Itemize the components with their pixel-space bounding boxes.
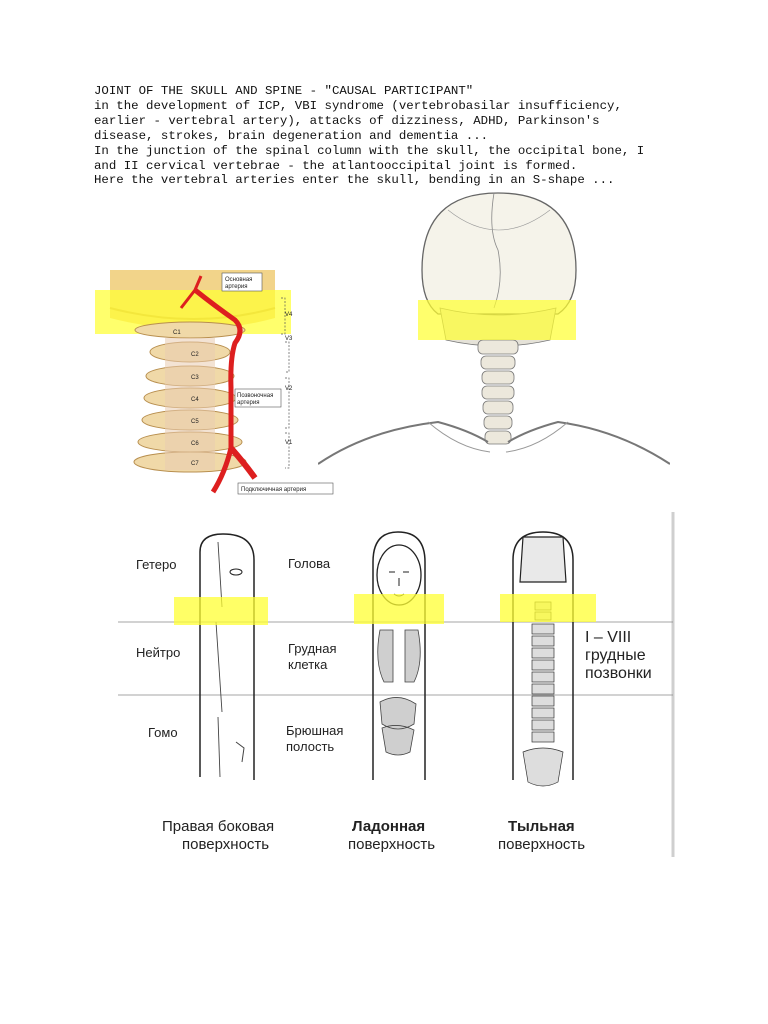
label-head: Голова: [288, 556, 331, 571]
label-basilar-1: Основная: [225, 277, 252, 283]
vertebra-label: C4: [191, 397, 199, 403]
highlight-band: [418, 300, 576, 340]
label-subclavian: Подключичная артерия: [241, 487, 306, 493]
label-thoracic-2: грудные: [585, 647, 646, 664]
text-line: earlier - vertebral artery), attacks of …: [94, 113, 600, 128]
heading: JOINT OF THE SKULL AND SPINE - "CAUSAL P…: [94, 84, 474, 98]
label-thoracic-3: позвонки: [585, 665, 652, 682]
caption-lateral-1: Правая боковая: [162, 818, 274, 835]
text-line: disease, strokes, brain degeneration and…: [94, 128, 489, 143]
vertebral-column: [133, 321, 247, 473]
highlight-band: [500, 594, 596, 622]
segment-label: V3: [285, 336, 293, 342]
caption-palmar-1: Ладонная: [352, 818, 425, 835]
lateral-finger: [199, 533, 255, 780]
label-chest-1: Грудная: [288, 641, 337, 656]
label-homo: Гомо: [148, 725, 178, 740]
segment-label: V1: [285, 440, 293, 446]
caption-dorsal-2: поверхность: [498, 836, 585, 853]
label-vertebral-2: артерия: [237, 400, 260, 406]
vertebra-label: C7: [191, 461, 199, 467]
finger-diagram-figure: Гетеро Нейтро Гомо Голова Грудная клетка…: [118, 512, 675, 857]
spine-segments: [522, 601, 564, 787]
vertebra-label: C5: [191, 419, 199, 425]
text-line: In the junction of the spinal column wit…: [94, 143, 645, 158]
label-chest-2: клетка: [288, 657, 328, 672]
label-abdomen-1: Брюшная: [286, 723, 343, 738]
neck-vertebrae: [477, 339, 519, 445]
skull-back-figure: [318, 192, 670, 465]
label-thoracic-1: I – VIII: [585, 629, 631, 646]
segment-label: V2: [285, 386, 293, 392]
label-hetero: Гетеро: [136, 557, 176, 572]
nail: [519, 536, 567, 583]
segment-label: V4: [285, 312, 293, 318]
vertebra-label: C1: [173, 330, 181, 336]
vertebra-label: C6: [191, 441, 199, 447]
subclavian-artery: [228, 446, 258, 480]
text-line: Here the vertebral arteries enter the sk…: [94, 173, 615, 188]
label-neutro: Нейтро: [136, 645, 180, 660]
label-basilar-2: артерия: [225, 284, 248, 290]
vertebral-artery: [193, 288, 243, 494]
label-abdomen-2: полость: [286, 739, 334, 754]
vertebra-label: C3: [191, 375, 199, 381]
palmar-finger: [372, 531, 426, 780]
text-line: in the development of ICP, VBI syndrome …: [94, 98, 622, 113]
cervical-spine-figure: C1 C2 C3 C4 C5 C6 C7 Основная артерия По…: [95, 270, 334, 495]
vertebra-label: C2: [191, 352, 199, 358]
label-vertebral-1: Позвоночная: [237, 393, 273, 399]
caption-lateral-2: поверхность: [182, 836, 269, 853]
highlight-band: [174, 597, 268, 625]
caption-palmar-2: поверхность: [348, 836, 435, 853]
caption-dorsal-1: Тыльная: [508, 818, 575, 835]
text-line: and II cervical vertebrae - the atlantoo…: [94, 158, 578, 173]
abdominal-organs: [379, 697, 417, 756]
highlight-band: [354, 594, 444, 624]
intro-text: JOINT OF THE SKULL AND SPINE - "CAUSAL P…: [94, 84, 734, 188]
lungs: [377, 629, 421, 683]
dorsal-finger: [512, 531, 574, 787]
